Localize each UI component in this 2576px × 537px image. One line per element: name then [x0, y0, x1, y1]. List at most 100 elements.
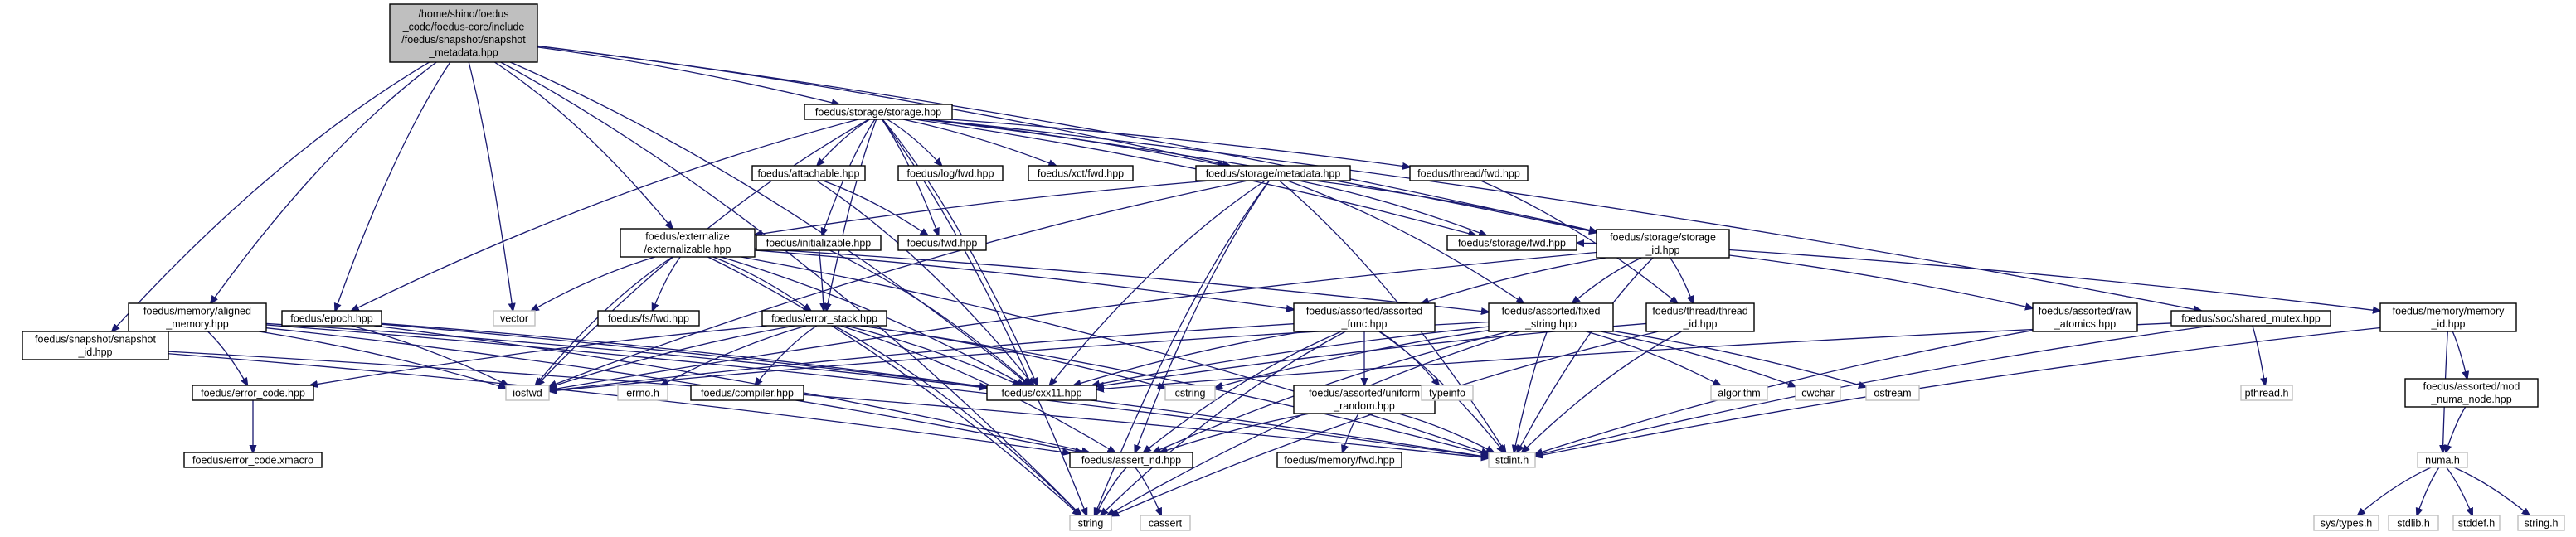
- node-error_xmacro[interactable]: foedus/error_code.xmacro: [183, 452, 323, 468]
- node-label: foedus/memory/aligned: [143, 306, 251, 317]
- edge-threadfwd-to-thread_id: [1480, 180, 1677, 303]
- node-error_stack[interactable]: foedus/error_stack.hpp: [761, 310, 887, 327]
- node-fixed_string[interactable]: foedus/assorted/fixed_string.hpp: [1488, 302, 1614, 332]
- node-label: foedus/thread/fwd.hpp: [1417, 167, 1520, 179]
- node-cassert: cassert: [1140, 515, 1191, 531]
- node-box: [2240, 385, 2293, 401]
- node-label: sys/types.h: [2321, 517, 2373, 529]
- node-root[interactable]: /home/shino/foedus_code/foedus-core/incl…: [389, 3, 538, 63]
- node-snapshot_id[interactable]: foedus/snapshot/snapshot_id.hpp: [22, 331, 169, 360]
- node-fwd[interactable]: foedus/fwd.hpp: [897, 235, 987, 251]
- node-label: cassert: [1149, 517, 1183, 529]
- node-storagefwd[interactable]: foedus/storage/fwd.hpp: [1446, 235, 1577, 251]
- node-box: [1446, 235, 1577, 251]
- node-box: [2379, 302, 2517, 332]
- node-box: [1596, 229, 1730, 259]
- edge-storage-to-logfwd: [887, 119, 942, 166]
- node-mod_numa[interactable]: foedus/assorted/mod_numa_node.hpp: [2404, 378, 2539, 408]
- edge-externalize-to-fsfwd: [653, 256, 681, 311]
- node-initializable[interactable]: foedus/initializable.hpp: [756, 235, 882, 251]
- edge-root-to-string: [500, 61, 1081, 515]
- node-thread_id[interactable]: foedus/thread/thread_id.hpp: [1645, 302, 1755, 332]
- node-label: typeinfo: [1429, 387, 1465, 399]
- edge-snapshot_id-to-assert_nd: [168, 353, 1070, 453]
- edge-externalize-to-assorted_func: [754, 249, 1294, 310]
- node-box: [493, 310, 536, 327]
- node-box: [281, 310, 382, 327]
- node-cwchar: cwchar: [1795, 385, 1841, 401]
- node-label: foedus/log/fwd.hpp: [907, 167, 994, 179]
- edge-fixed_string-to-cwchar: [1601, 331, 1796, 386]
- edge-externalize-to-stdint: [741, 256, 1489, 454]
- edge-root-to-externalize: [493, 61, 673, 229]
- edge-uniform-to-assert_nd: [1160, 413, 1310, 452]
- node-box: [1069, 515, 1112, 531]
- node-metadata[interactable]: foedus/storage/metadata.hpp: [1195, 165, 1351, 181]
- node-logfwd[interactable]: foedus/log/fwd.hpp: [897, 165, 1004, 181]
- node-storage_id[interactable]: foedus/storage/storage_id.hpp: [1596, 229, 1730, 259]
- edge-metadata-to-fixed_string: [1287, 180, 1524, 303]
- node-assert_nd[interactable]: foedus/assert_nd.hpp: [1069, 452, 1193, 468]
- node-raw_atomics[interactable]: foedus/assorted/raw_atomics.hpp: [2032, 302, 2138, 332]
- node-box: [756, 235, 882, 251]
- node-pthread: pthread.h: [2240, 385, 2293, 401]
- node-label: string.h: [2525, 517, 2559, 529]
- node-box: [897, 235, 987, 251]
- node-storage[interactable]: foedus/storage/storage.hpp: [804, 104, 953, 120]
- edge-fixed_string-to-assert_nd: [1153, 331, 1510, 452]
- edge-storage-to-epoch: [352, 119, 859, 311]
- node-label: foedus/assorted/raw: [2039, 306, 2133, 317]
- edge-root-to-storage: [537, 46, 839, 104]
- edge-assorted_func-to-assert_nd: [1144, 331, 1342, 452]
- node-error_code[interactable]: foedus/error_code.hpp: [192, 385, 314, 401]
- node-fsfwd[interactable]: foedus/fs/fwd.hpp: [597, 310, 700, 327]
- node-compiler[interactable]: foedus/compiler.hpp: [690, 385, 804, 401]
- edge-storage_id-to-stdint: [1517, 257, 1654, 452]
- node-memoryfwd[interactable]: foedus/memory/fwd.hpp: [1276, 452, 1402, 468]
- node-label: _id.hpp: [2430, 318, 2465, 330]
- node-label: foedus/thread/thread: [1652, 306, 1747, 317]
- node-uniform[interactable]: foedus/assorted/uniform_random.hpp: [1293, 385, 1436, 414]
- node-label: foedus/attachable.hpp: [757, 167, 859, 179]
- node-box: [1164, 385, 1216, 401]
- node-box: [1028, 165, 1134, 181]
- node-aligned[interactable]: foedus/memory/aligned_memory.hpp: [128, 302, 267, 332]
- node-shared_mutex[interactable]: foedus/soc/shared_mutex.hpp: [2170, 310, 2331, 327]
- node-box: [2032, 302, 2138, 332]
- node-string: string: [1069, 515, 1112, 531]
- edge-fixed_string-to-algorithm: [1586, 331, 1720, 385]
- edge-metadata-to-stdint: [1279, 180, 1505, 452]
- node-label: foedus/epoch.hpp: [290, 312, 372, 324]
- node-epoch[interactable]: foedus/epoch.hpp: [281, 310, 382, 327]
- node-label: _metadata.hpp: [428, 47, 498, 59]
- node-label: foedus/initializable.hpp: [766, 237, 872, 249]
- node-externalize[interactable]: foedus/externalize/externalizable.hpp: [620, 228, 756, 258]
- node-assorted_func[interactable]: foedus/assorted/assorted_func.hpp: [1293, 302, 1436, 332]
- node-label: foedus/assorted/fixed: [1502, 306, 1601, 317]
- node-attachable[interactable]: foedus/attachable.hpp: [751, 165, 866, 181]
- node-threadfwd[interactable]: foedus/thread/fwd.hpp: [1409, 165, 1529, 181]
- edge-error_stack-to-assert_nd: [840, 325, 1115, 452]
- edge-storage-to-attachable: [817, 119, 871, 166]
- node-label: stdlib.h: [2397, 517, 2430, 529]
- edge-thread_id-to-string: [1111, 331, 1659, 516]
- edge-storage-to-string: [882, 119, 1087, 515]
- node-box: [1293, 302, 1436, 332]
- node-memory_id[interactable]: foedus/memory/memory_id.hpp: [2379, 302, 2517, 332]
- edge-fixed_string-to-ostream: [1612, 330, 1866, 387]
- edge-shared_mutex-to-cxx11: [1096, 322, 2172, 389]
- edge-storage-to-xctfwd: [902, 119, 1057, 166]
- node-label: foedus/error_code.xmacro: [192, 454, 313, 466]
- node-box: [128, 302, 267, 332]
- edge-metadata-to-storage_id: [1314, 180, 1597, 232]
- edge-metadata-to-iosfwd: [549, 180, 1248, 386]
- node-label: foedus/error_stack.hpp: [771, 312, 877, 324]
- node-ostream: ostream: [1865, 385, 1920, 401]
- node-cxx11[interactable]: foedus/cxx11.hpp: [986, 385, 1097, 401]
- node-xctfwd[interactable]: foedus/xct/fwd.hpp: [1028, 165, 1134, 181]
- node-label: foedus/xct/fwd.hpp: [1038, 167, 1124, 179]
- node-box: [192, 385, 314, 401]
- edge-error_stack-to-iosfwd: [549, 325, 795, 387]
- edge-attachable-to-cxx11: [816, 180, 1034, 385]
